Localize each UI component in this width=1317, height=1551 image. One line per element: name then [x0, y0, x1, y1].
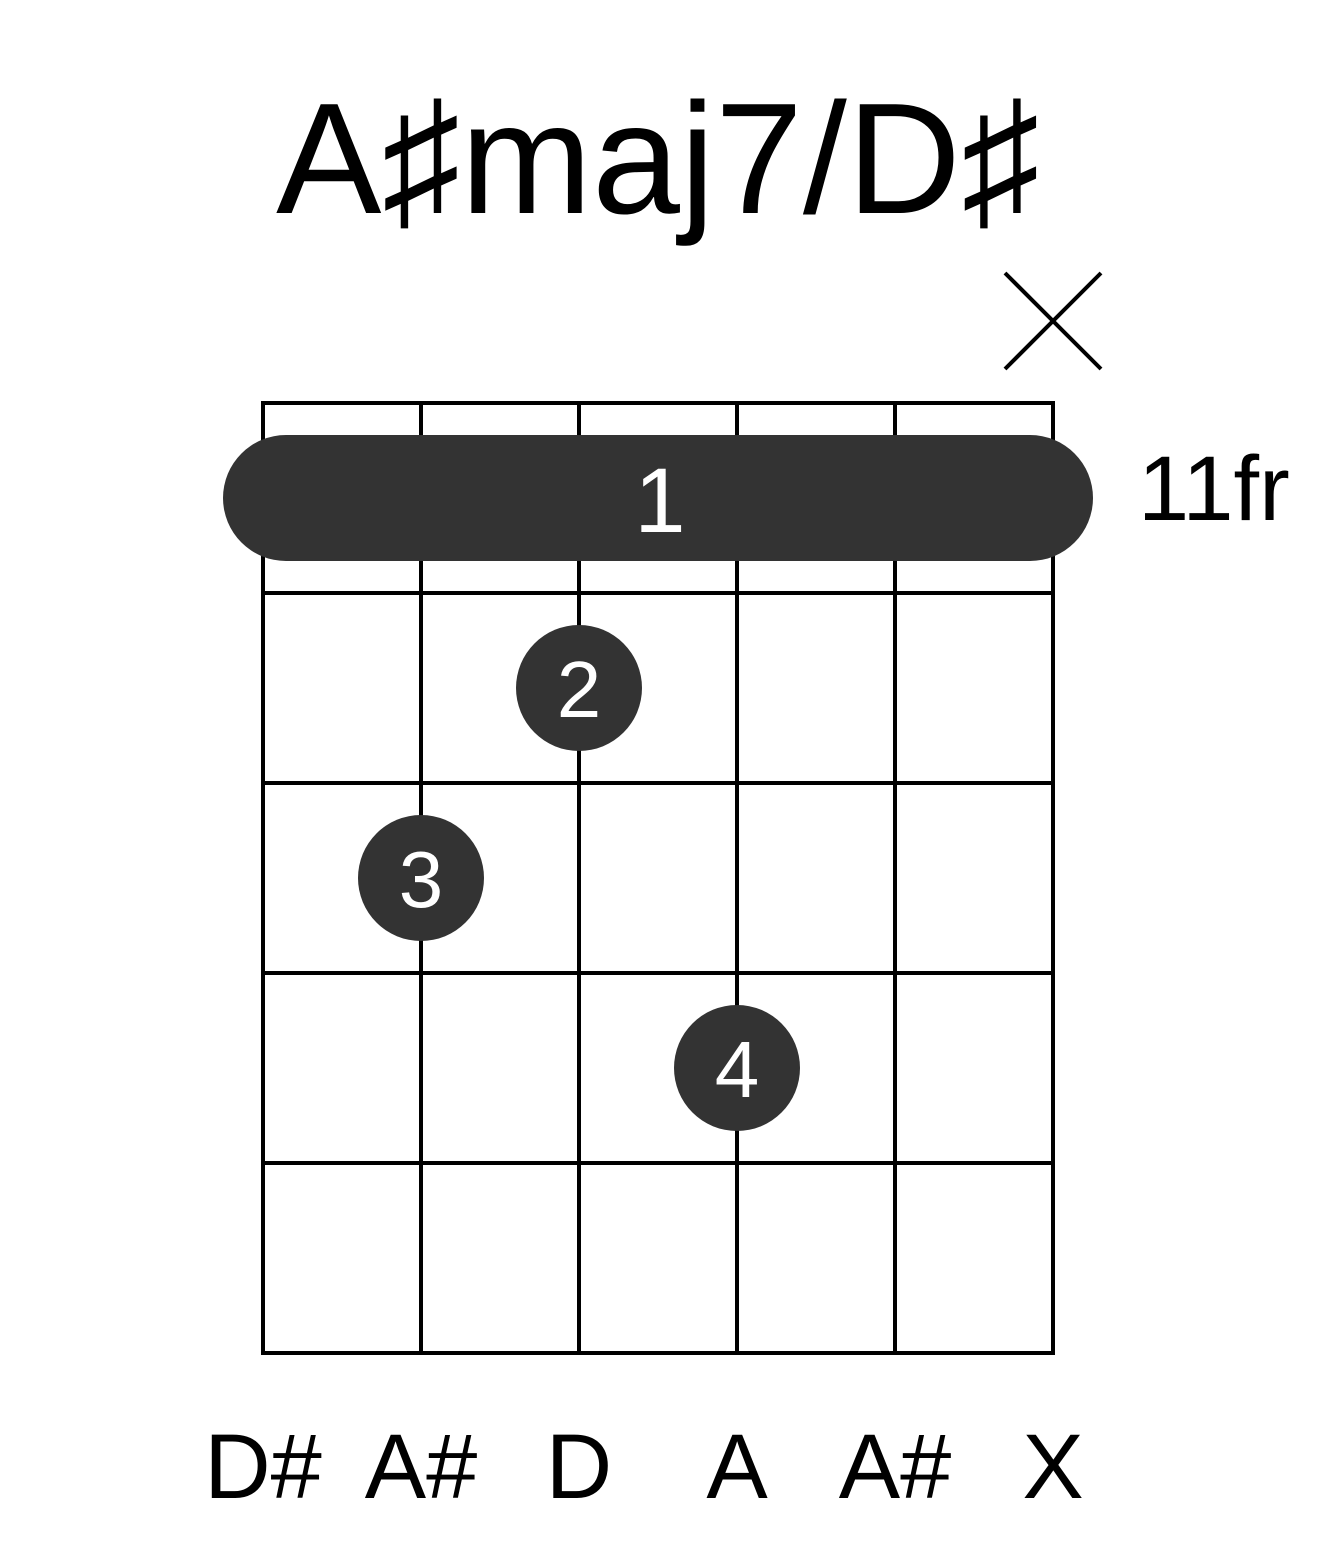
finger-dots: 2 3 4: [358, 625, 800, 1131]
finger-number: 2: [557, 645, 602, 734]
fret-position-label: 11fr: [1138, 438, 1290, 540]
barre-finger-number: 1: [634, 450, 685, 552]
finger-number: 4: [715, 1025, 760, 1114]
finger-dot: [358, 815, 484, 941]
fretboard-grid: [261, 401, 1055, 1355]
finger-dot: [516, 625, 642, 751]
string-note-label: A#: [365, 1416, 478, 1518]
string-note-label: X: [1022, 1416, 1083, 1518]
barre-layer: 1: [223, 435, 1093, 561]
string-note-label: A: [706, 1416, 768, 1518]
chord-title: A♯maj7/D♯: [276, 71, 1040, 247]
string-note-label: D: [546, 1416, 612, 1518]
string-note-label: A#: [839, 1416, 952, 1518]
string-note-label: D#: [204, 1416, 322, 1518]
mute-x-icon: [1003, 271, 1103, 371]
finger-dot: [674, 1005, 800, 1131]
finger-number: 3: [399, 835, 444, 924]
barre-bar: [223, 435, 1093, 561]
muted-markers: [1003, 271, 1103, 371]
